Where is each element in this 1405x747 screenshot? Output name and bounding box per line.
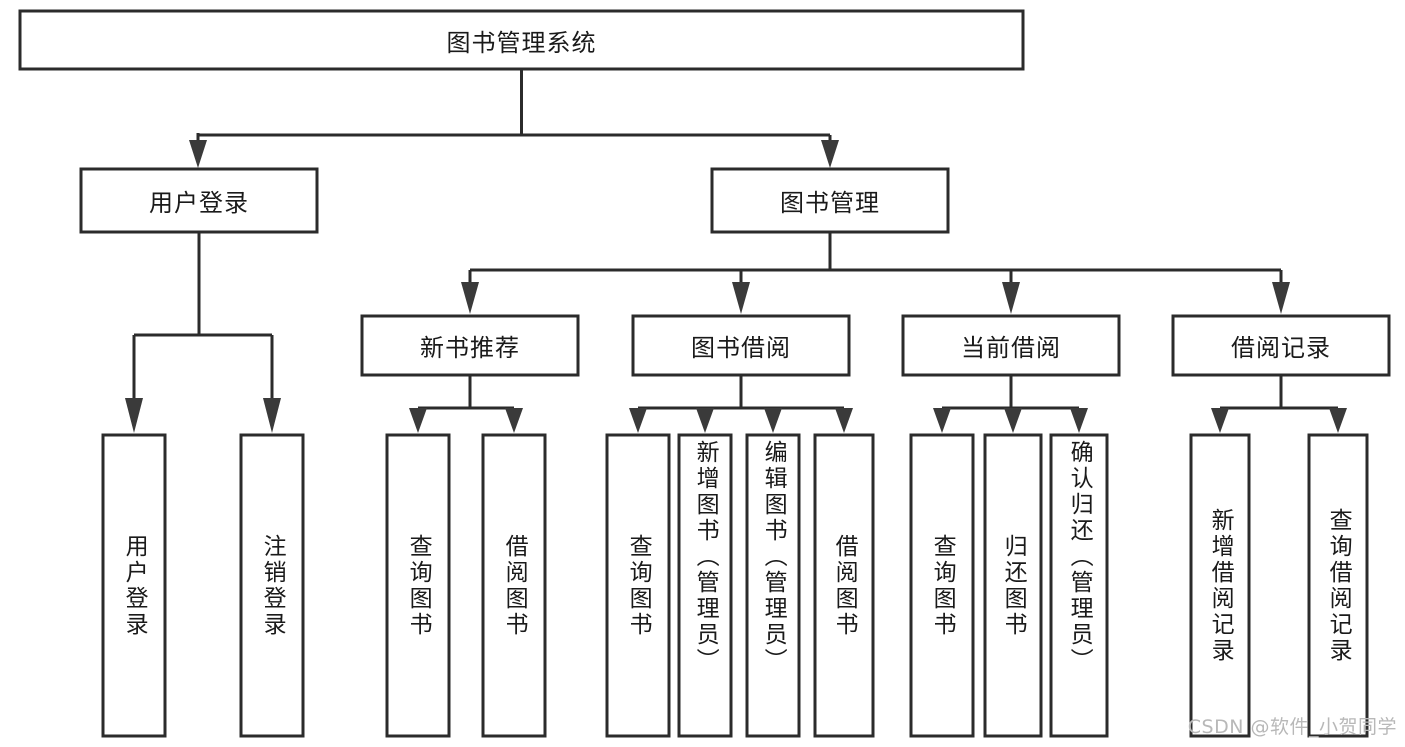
- arrow-head-icon: [263, 398, 281, 433]
- node-box-leaf-13[interactable]: [1307, 433, 1369, 738]
- node-box-l3-a[interactable]: [360, 314, 580, 377]
- arrow-head-icon: [189, 140, 207, 168]
- node-box-l3-b[interactable]: [631, 314, 851, 377]
- node-group: [18, 9, 1391, 738]
- arrow-head-icon: [732, 282, 750, 314]
- arrow-head-icon: [125, 398, 143, 433]
- node-box-leaf-3[interactable]: [385, 433, 451, 738]
- node-box-leaf-12[interactable]: [1189, 433, 1251, 738]
- arrow-head-icon: [1329, 408, 1347, 433]
- arrow-head-icon: [696, 408, 714, 433]
- node-box-leaf-1[interactable]: [101, 433, 167, 738]
- node-box-leaf-9[interactable]: [909, 433, 975, 738]
- connector-group: [125, 69, 1347, 433]
- arrow-head-icon: [409, 408, 427, 433]
- node-box-leaf-11[interactable]: [1049, 433, 1109, 738]
- node-box-l2-b[interactable]: [710, 167, 950, 234]
- arrow-head-icon: [1070, 408, 1088, 433]
- watermark-text: CSDN @软件_小贺同学: [1187, 716, 1397, 738]
- arrow-head-icon: [1272, 282, 1290, 314]
- arrow-head-icon: [764, 408, 782, 433]
- node-box-l2-a[interactable]: [79, 167, 319, 234]
- arrow-head-icon: [505, 408, 523, 433]
- arrow-head-icon: [461, 282, 479, 314]
- node-box-leaf-7[interactable]: [745, 433, 801, 738]
- arrow-head-icon: [835, 408, 853, 433]
- node-box-root[interactable]: [18, 9, 1025, 71]
- arrow-head-icon: [821, 140, 839, 168]
- arrow-head-icon: [1211, 408, 1229, 433]
- node-box-leaf-6[interactable]: [677, 433, 733, 738]
- arrow-head-icon: [629, 408, 647, 433]
- node-box-l3-d[interactable]: [1171, 314, 1391, 377]
- arrow-head-icon: [1004, 408, 1022, 433]
- node-box-leaf-5[interactable]: [605, 433, 671, 738]
- arrow-head-icon: [933, 408, 951, 433]
- node-box-l3-c[interactable]: [901, 314, 1121, 377]
- arrow-head-icon: [1002, 282, 1020, 314]
- node-box-leaf-8[interactable]: [813, 433, 875, 738]
- node-box-leaf-4[interactable]: [481, 433, 547, 738]
- node-box-leaf-10[interactable]: [983, 433, 1043, 738]
- node-box-leaf-2[interactable]: [239, 433, 305, 738]
